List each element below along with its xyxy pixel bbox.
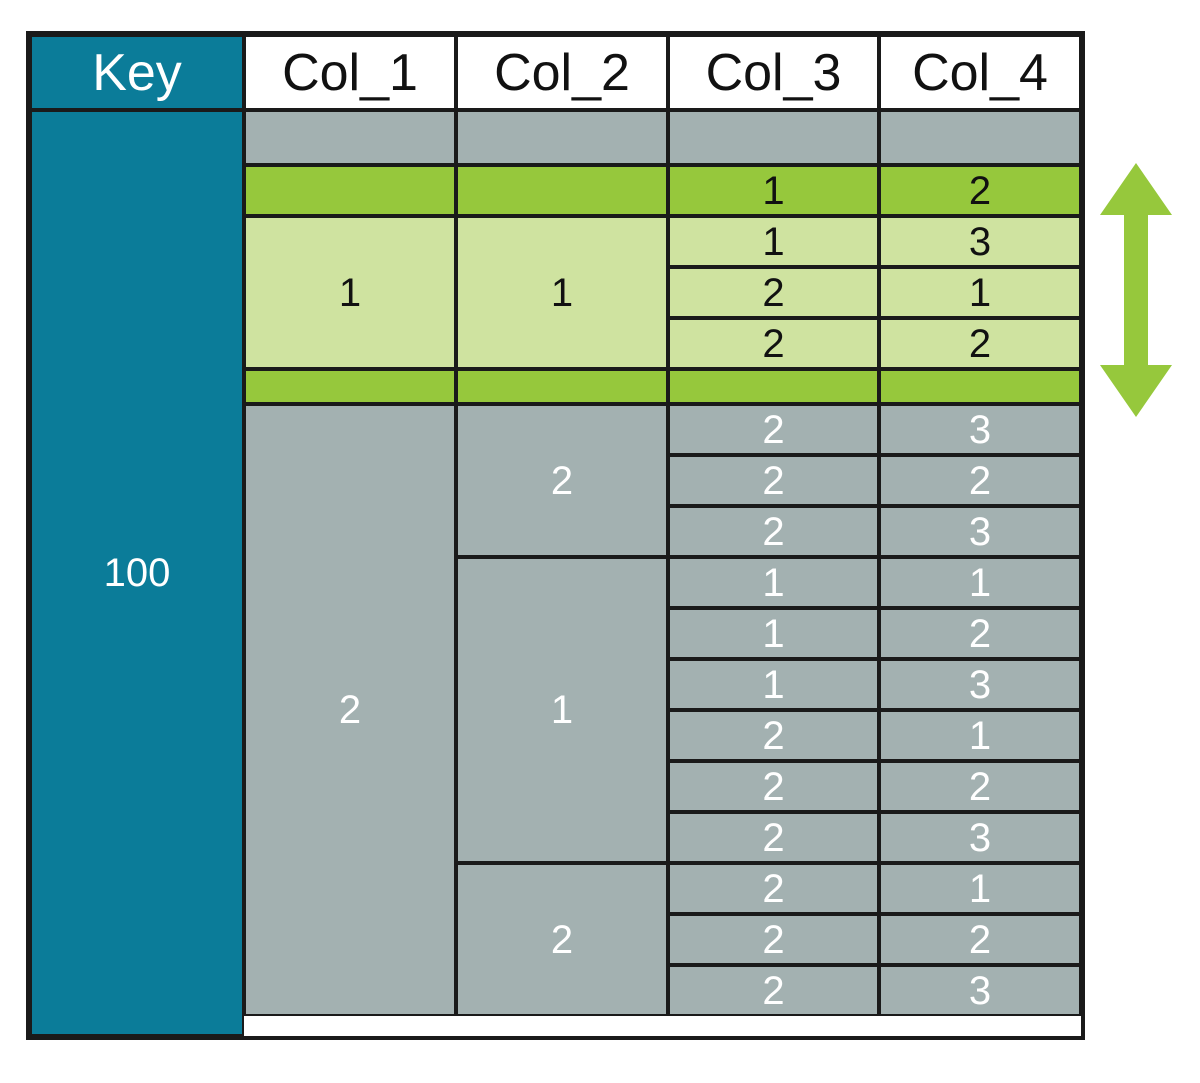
- cell-col3-row8: 1: [668, 557, 879, 608]
- cell-col3-row9: 1: [668, 608, 879, 659]
- cell-col4-row8: 1: [879, 557, 1081, 608]
- cell-col4-row3: 1: [879, 267, 1081, 318]
- spacer-row-bottom-cell: [244, 369, 456, 404]
- spacer-row-top-cell: [456, 110, 668, 165]
- spacer-row-top-cell: [244, 110, 456, 165]
- cell-col3-row2: 1: [668, 216, 879, 267]
- cell-col4-row10: 3: [879, 659, 1081, 710]
- table-header-col_2: Col_2: [456, 35, 668, 110]
- cell-col3-row3: 2: [668, 267, 879, 318]
- cell-col3-row11: 2: [668, 710, 879, 761]
- table-header-col_3: Col_3: [668, 35, 879, 110]
- cell-col4-row14: 1: [879, 863, 1081, 914]
- table-header-col_1: Col_1: [244, 35, 456, 110]
- green-band-col2-top: [456, 165, 668, 216]
- cell-col3-row16: 2: [668, 965, 879, 1016]
- cell-col3-row13: 2: [668, 812, 879, 863]
- cell-col4-row12: 2: [879, 761, 1081, 812]
- cell-col4-row6: 2: [879, 455, 1081, 506]
- cell-col3-row1: 1: [668, 165, 879, 216]
- double-headed-vertical-arrow-icon: [1100, 163, 1172, 417]
- cell-col3-row7: 2: [668, 506, 879, 557]
- merged-col1-gray-group: 2: [244, 404, 456, 1016]
- cell-col3-row14: 2: [668, 863, 879, 914]
- merged-col1-green-label: 1: [244, 216, 456, 369]
- merged-col2-gray-group-b: 1: [456, 557, 668, 863]
- spacer-row-top-cell: [668, 110, 879, 165]
- merged-col2-green-label: 1: [456, 216, 668, 369]
- cell-col3-row10: 1: [668, 659, 879, 710]
- cell-col4-row1: 2: [879, 165, 1081, 216]
- cell-col3-row15: 2: [668, 914, 879, 965]
- cell-col3-row6: 2: [668, 455, 879, 506]
- cell-col4-row2: 3: [879, 216, 1081, 267]
- table-header-key: Key: [30, 35, 244, 110]
- cell-col4-row16: 3: [879, 965, 1081, 1016]
- cell-col3-row5: 2: [668, 404, 879, 455]
- spacer-row-bottom-cell: [879, 369, 1081, 404]
- merged-col2-gray-group-a: 2: [456, 404, 668, 557]
- spacer-row-bottom-cell: [668, 369, 879, 404]
- table-header-col_4: Col_4: [879, 35, 1081, 110]
- green-band-col1-top: [244, 165, 456, 216]
- spacer-row-top-cell: [879, 110, 1081, 165]
- key-cell-100: 100: [30, 110, 244, 1036]
- merged-col2-gray-group-c: 2: [456, 863, 668, 1016]
- cell-col4-row11: 1: [879, 710, 1081, 761]
- cell-col3-row4: 2: [668, 318, 879, 369]
- cell-col4-row13: 3: [879, 812, 1081, 863]
- cell-col3-row12: 2: [668, 761, 879, 812]
- spacer-row-bottom-cell: [456, 369, 668, 404]
- cell-col4-row5: 3: [879, 404, 1081, 455]
- cell-col4-row7: 3: [879, 506, 1081, 557]
- cell-col4-row9: 2: [879, 608, 1081, 659]
- cell-col4-row4: 2: [879, 318, 1081, 369]
- cell-col4-row15: 2: [879, 914, 1081, 965]
